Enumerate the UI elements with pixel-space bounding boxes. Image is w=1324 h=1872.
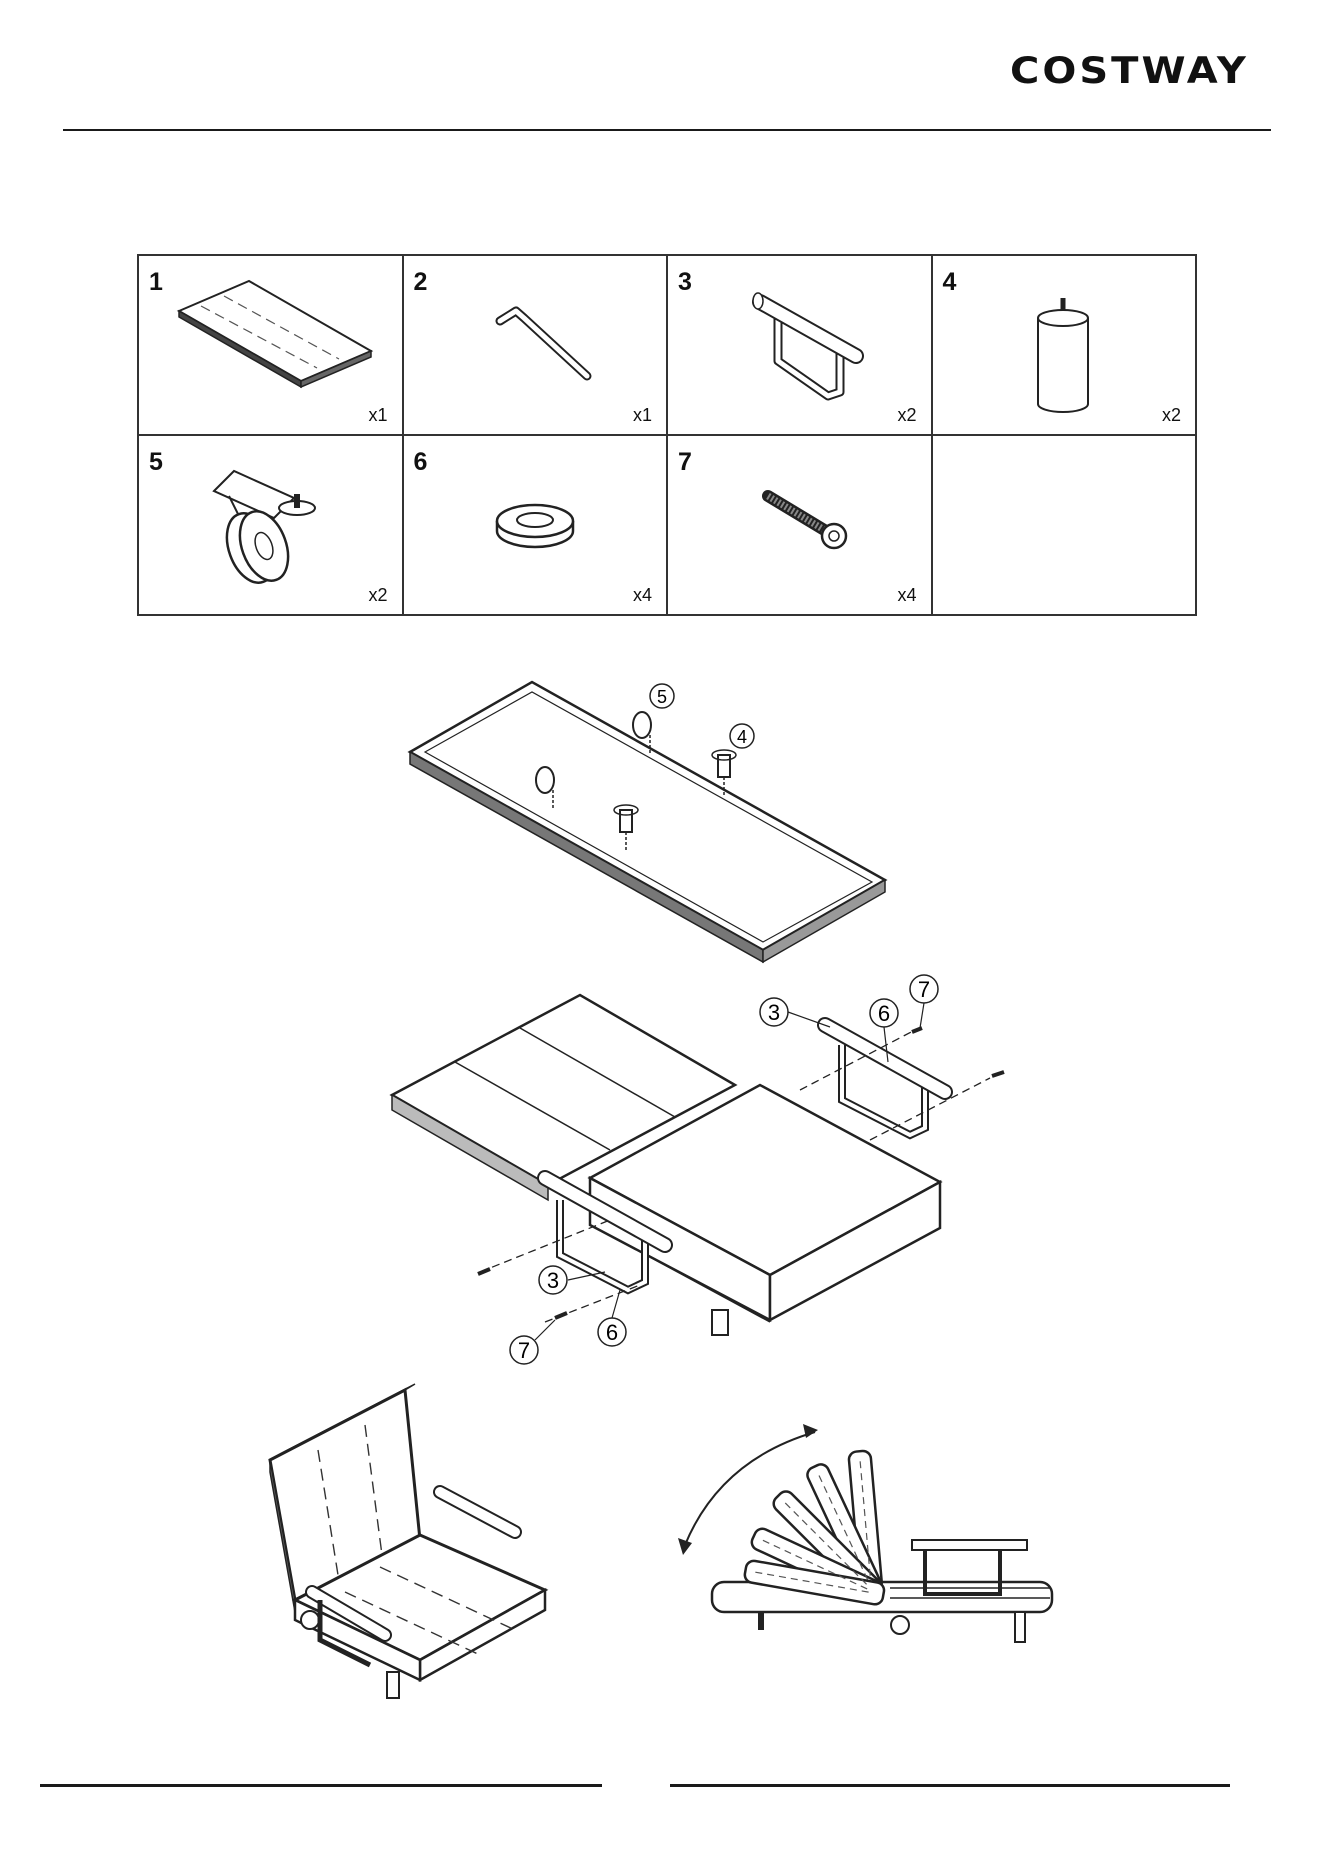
footer-rule-right [670,1784,1230,1787]
footer-rule-left [40,1784,602,1787]
